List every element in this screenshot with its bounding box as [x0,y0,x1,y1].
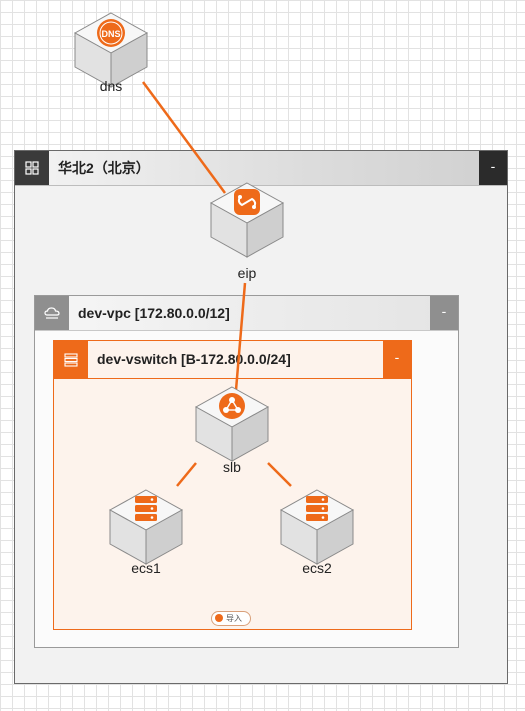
cloud-icon [35,296,69,330]
import-button[interactable]: 导入 [211,611,251,626]
dns-icon: DNS [74,12,148,88]
import-label: 导入 [226,614,242,623]
dns-label: dns [99,78,123,94]
vpc-collapse-button[interactable]: - [430,296,458,330]
link-dns-eip[interactable] [141,81,227,194]
vpc-header: dev-vpc [172.80.0.0/12] - [35,296,458,331]
vswitch-collapse-button[interactable]: - [383,341,411,378]
eip-node[interactable] [207,181,287,259]
eip-link-icon [210,182,284,258]
svg-text:DNS: DNS [101,29,120,39]
vswitch-header: dev-vswitch [B-172.80.0.0/24] - [54,341,411,379]
ecs1-node[interactable] [106,488,186,566]
dns-node[interactable]: DNS [71,11,151,89]
ecs2-node[interactable] [277,488,357,566]
region-collapse-button[interactable]: - [479,151,507,185]
slb-label: slb [223,459,241,475]
link-slb-ecs2[interactable] [267,462,292,487]
ecs-server-icon [280,489,354,565]
ecs2-label: ecs2 [302,560,332,576]
link-eip-slb[interactable] [234,282,247,391]
server-list-icon [54,341,88,378]
vswitch-title: dev-vswitch [B-172.80.0.0/24] [97,351,291,367]
region-title: 华北2（北京） [58,160,150,176]
slb-share-icon [195,386,269,462]
slb-node[interactable] [192,385,272,463]
link-slb-ecs1[interactable] [176,462,197,487]
ecs-server-icon [109,489,183,565]
vpc-title: dev-vpc [172.80.0.0/12] [78,305,230,321]
region-header: 华北2（北京） - [15,151,507,186]
eip-label: eip [237,265,257,281]
import-icon [215,614,223,622]
grid-icon [15,151,49,185]
ecs1-label: ecs1 [131,560,161,576]
